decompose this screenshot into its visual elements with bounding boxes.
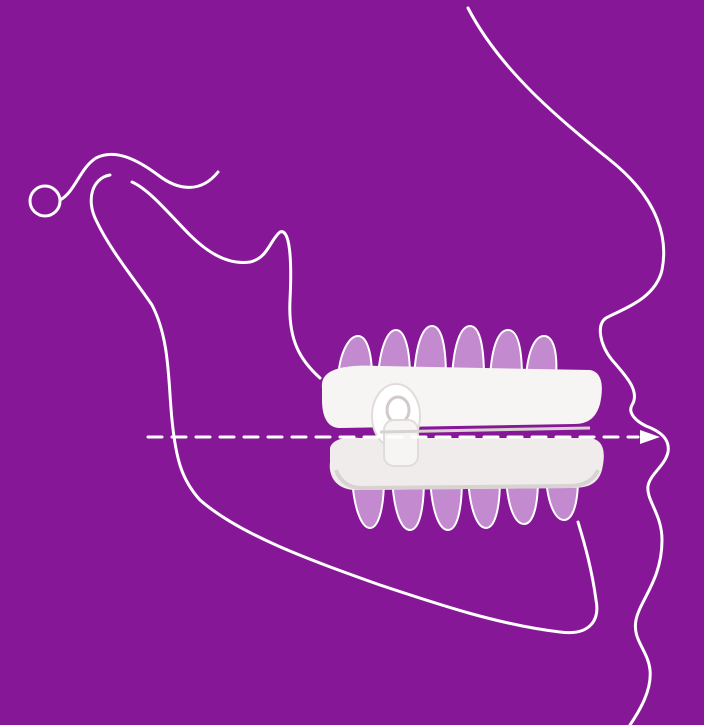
condyle-circle-icon [30, 186, 60, 216]
oral-device-icon [322, 366, 604, 490]
